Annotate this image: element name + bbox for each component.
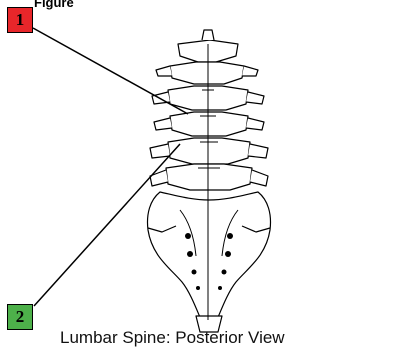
figure-caption: Lumbar Spine: Posterior View <box>60 328 285 348</box>
sacrum <box>148 192 271 332</box>
callout-2-label: 2 <box>7 304 33 330</box>
callout-1-label: 1 <box>7 7 33 33</box>
vertebra-l1 <box>156 62 258 84</box>
